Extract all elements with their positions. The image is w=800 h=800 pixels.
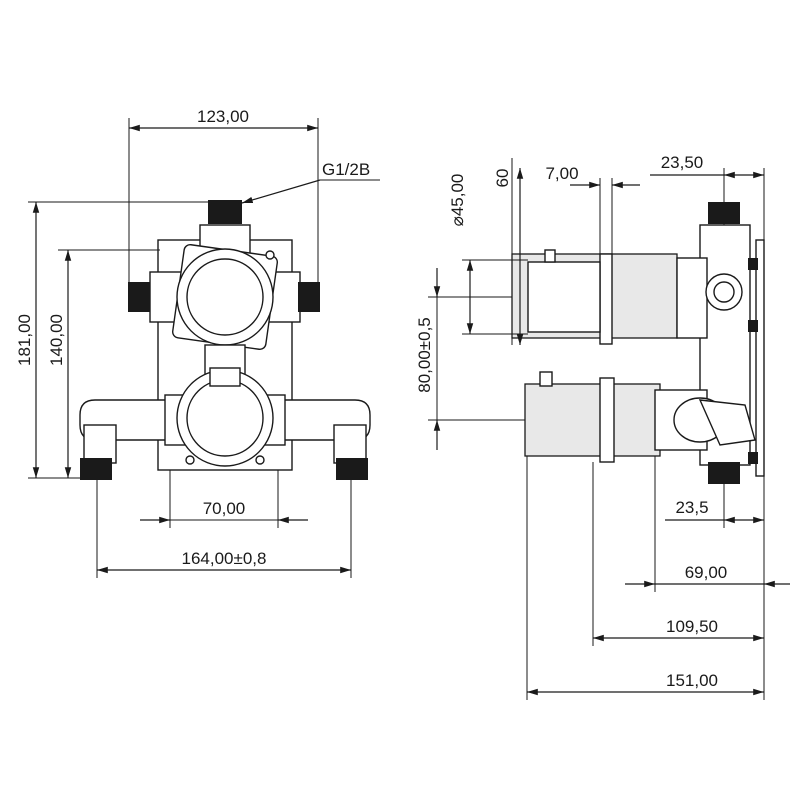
nut xyxy=(748,452,758,464)
right-thread xyxy=(298,282,320,312)
dim-123: 123,00 xyxy=(197,107,249,126)
dim-7: 7,00 xyxy=(545,164,578,183)
front-view xyxy=(79,200,371,480)
upper-flange xyxy=(599,253,613,345)
dim-23-5: 23,5 xyxy=(675,498,708,517)
screw-hole xyxy=(255,455,265,465)
dim-23-50: 23,50 xyxy=(661,153,704,172)
dim-109-50: 109,50 xyxy=(666,617,718,636)
dim-181: 181,00 xyxy=(15,314,34,366)
wall-plate xyxy=(755,239,765,477)
front-dimensions: 123,00 G1/2B 181,00 140,00 70,00 164,00±… xyxy=(15,107,380,578)
dim-70: 70,00 xyxy=(203,499,246,518)
lower-cartridge xyxy=(524,383,661,457)
upper-port-inner xyxy=(713,281,735,303)
left-down-pipe xyxy=(83,424,117,464)
screw-hole xyxy=(185,455,195,465)
lower-top-boss xyxy=(209,367,241,387)
dim-diameter-45: ⌀45,00 xyxy=(448,174,467,227)
nut xyxy=(748,258,758,270)
lower-inner-ring xyxy=(186,379,264,457)
side-dimensions: ⌀45,00 60 7,00 23,50 80,00±0,5 23,5 xyxy=(415,153,790,700)
dim-80: 80,00±0,5 xyxy=(415,317,434,393)
upper-inner-ring xyxy=(186,258,264,336)
dim-164: 164,00±0,8 xyxy=(182,549,267,568)
thread-label: G1/2B xyxy=(322,160,370,179)
dim-151: 151,00 xyxy=(666,671,718,690)
side-view xyxy=(511,202,765,484)
upper-pin xyxy=(544,249,556,263)
top-thread xyxy=(208,200,242,224)
dim-69: 69,00 xyxy=(685,563,728,582)
upper-housing xyxy=(676,257,708,339)
bottom-right-thread xyxy=(336,458,368,480)
lower-pin xyxy=(539,371,553,387)
dim-60: 60 xyxy=(493,169,512,188)
left-thread xyxy=(128,282,150,312)
side-bottom-thread xyxy=(708,462,740,484)
nut xyxy=(748,320,758,332)
lower-flange xyxy=(599,377,615,463)
lower-elbow xyxy=(698,399,756,446)
dim-140: 140,00 xyxy=(47,314,66,366)
screw-hole xyxy=(265,250,275,260)
right-down-pipe xyxy=(333,424,367,464)
bottom-left-thread xyxy=(80,458,112,480)
upper-sleeve xyxy=(527,261,601,333)
